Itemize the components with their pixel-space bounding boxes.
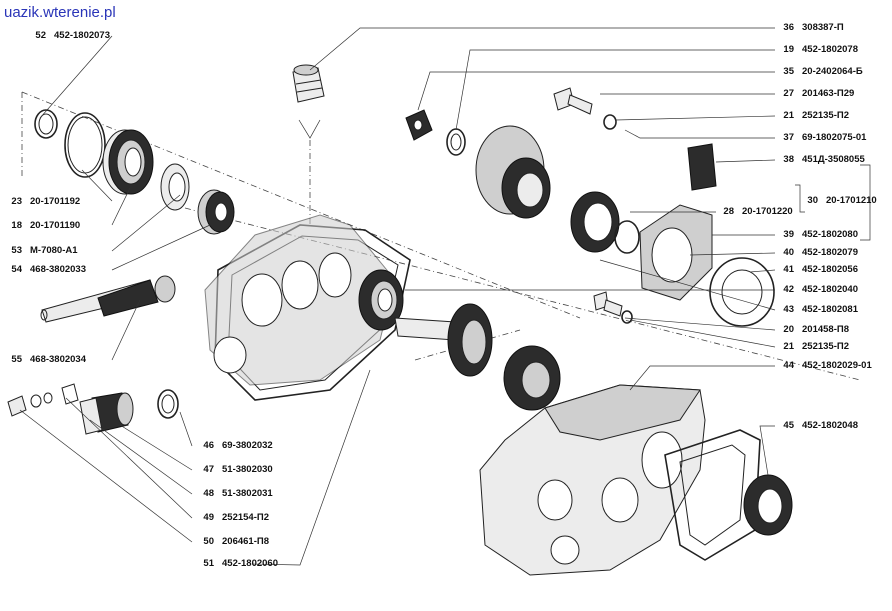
lock-ring-part-52 [34,109,58,139]
housing-cover [204,214,396,386]
gasket-part-41 [709,257,775,327]
site-watermark-link[interactable]: uazik.wterenie.pl [4,4,116,21]
transfer-case-housing-part-44 [479,384,706,576]
drive-gear-part-54 [197,189,235,235]
bearing-cap-part-39 [639,204,713,301]
lock-washer-part-21 [603,114,617,130]
bearing-part-42 [358,269,404,331]
breather-part-36 [292,64,325,103]
ring-part-46 [157,389,179,419]
bolt-part-50 [7,392,53,417]
washer-part-19 [446,128,466,156]
bolt-part-20 [593,291,633,324]
nut-part-35 [405,109,433,141]
splined-shaft-part-55 [40,275,176,323]
bearing-part-45 [743,474,793,536]
fitting-part-47 [79,392,134,435]
flange-part-37 [475,125,551,219]
o-ring-part-30 [614,220,640,254]
gasket-part-49 [61,383,79,405]
leader-lines [19,27,871,566]
bolt-part-27 [553,87,593,115]
washer-part-53 [160,163,190,211]
seal-part-28 [570,191,620,253]
bearing-part-18 [102,129,154,195]
pin-part-38 [687,143,717,191]
snap-ring-part-23 [64,112,106,178]
gear-shaft [394,303,561,411]
